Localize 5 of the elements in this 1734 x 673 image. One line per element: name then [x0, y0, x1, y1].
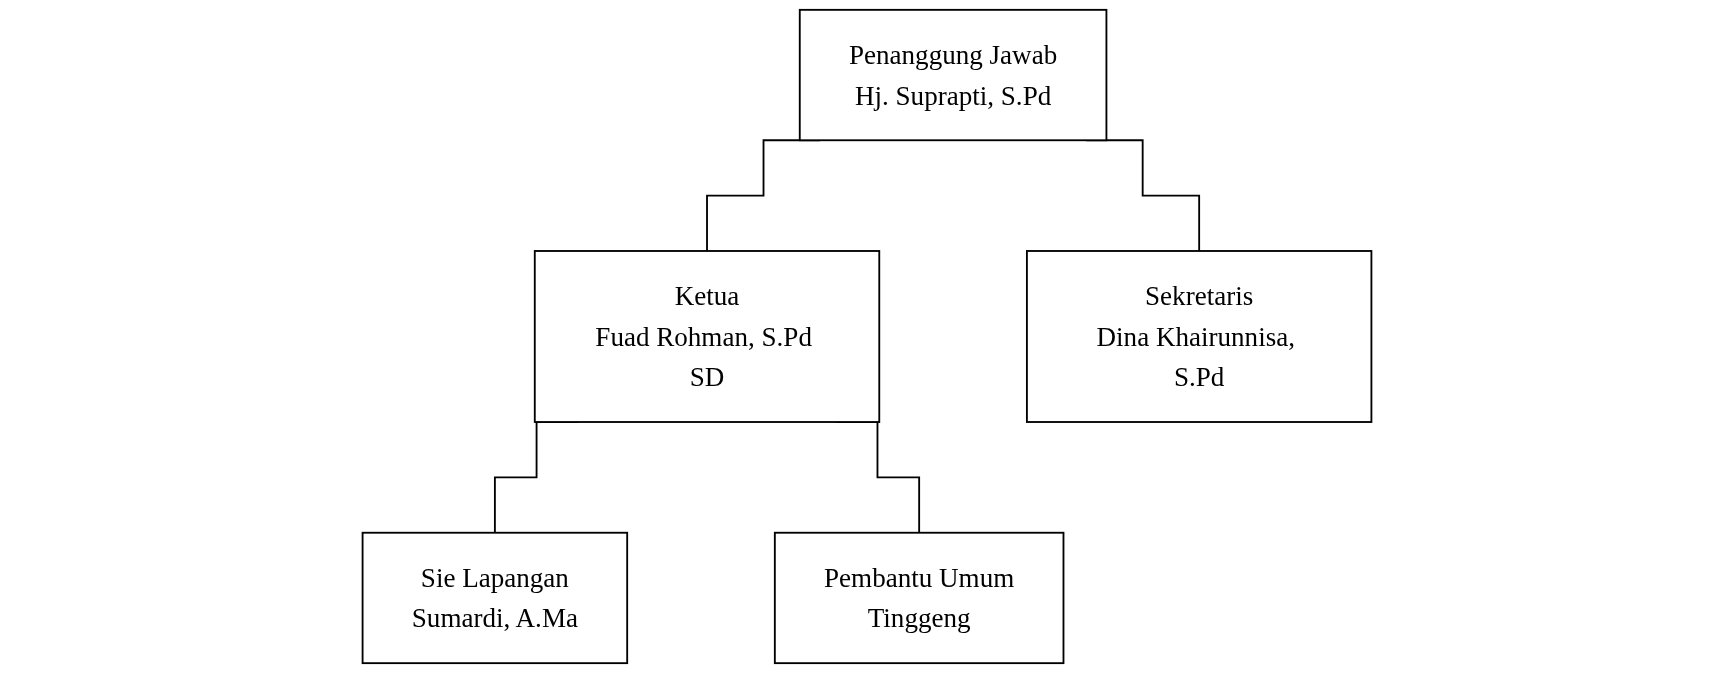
node-box: Sie Lapangan Sumardi, A.Ma: [361, 531, 629, 665]
node-box: Sekretaris Dina Khairunnisa, S.Pd: [1026, 250, 1373, 423]
node-box: Pembantu Umum Tinggeng: [773, 531, 1065, 665]
node-box: Penanggung Jawab Hj. Suprapti, S.Pd: [798, 8, 1108, 142]
node-box: Ketua Fuad Rohman, S.Pd SD: [533, 250, 881, 423]
